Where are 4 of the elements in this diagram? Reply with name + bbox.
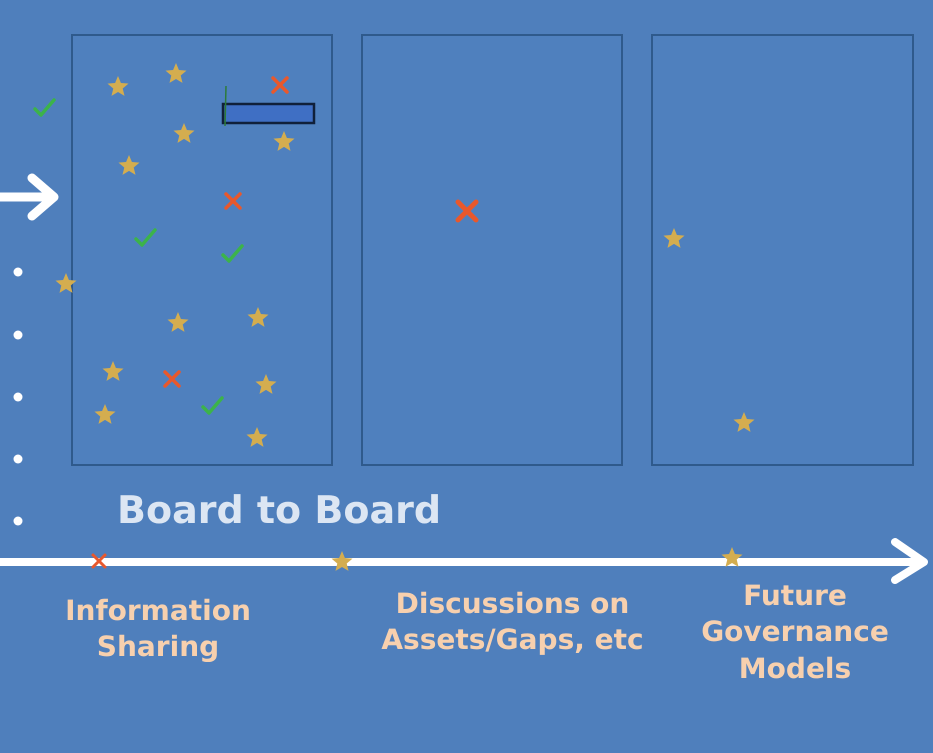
stage-label: Discussions on Assets/Gaps, etc <box>380 586 645 658</box>
heading: Board to Board <box>117 487 442 534</box>
stage-label: Future Governance Models <box>700 578 890 687</box>
stage-label: Information Sharing <box>64 593 252 666</box>
